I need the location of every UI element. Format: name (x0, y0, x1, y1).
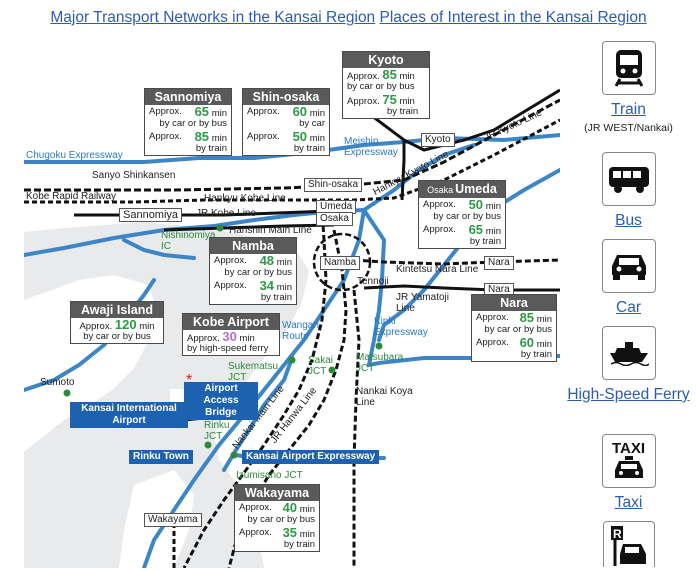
label-jr-kobe-line: JR Kobe Line (196, 208, 257, 219)
label-hanshin-main-line: Hanshin Main Line (229, 225, 312, 236)
station-namba: Namba (320, 256, 361, 270)
label-sanyo-shinkansen: Sanyo Shinkansen (92, 170, 176, 181)
label-tennoji: Tennoji (357, 276, 389, 287)
label-rinku-jct: Rinku JCT (204, 420, 230, 442)
transport-taxi: TAXI Taxi (560, 434, 697, 513)
transport-rental-car: R (560, 521, 697, 567)
station-nara-kintetsu: Nara (484, 256, 514, 270)
box-shin-osaka-title: Shin-osaka (243, 89, 329, 105)
label-kobe-rapid-railway: Kobe Rapid Railway (26, 191, 117, 202)
rental-car-icon[interactable]: R (602, 521, 655, 567)
station-sannomiya: Sannomiya (119, 208, 183, 222)
taxi-icon[interactable]: TAXI (601, 434, 656, 488)
car-icon[interactable] (601, 239, 656, 293)
train-icon[interactable] (601, 41, 656, 95)
box-wakayama-title: Wakayama (235, 485, 319, 501)
car-link[interactable]: Car (616, 299, 641, 316)
transport-car: Car (560, 239, 697, 318)
svg-text:R: R (613, 527, 622, 541)
bus-link[interactable]: Bus (615, 212, 642, 229)
tag-kansai-international-airport: Kansai International Airport (70, 402, 188, 428)
label-chugoku-expressway: Chugoku Expressway (26, 150, 123, 161)
label-kinki-expressway: Kinki Expressway (374, 316, 428, 338)
label-nankai-koya-line: Nankai Koya Line (356, 386, 413, 408)
link-places-of-interest[interactable]: Places of Interest in the Kansai Region (379, 9, 647, 26)
station-osaka: Osaka (316, 212, 353, 226)
label-nishinomiya-ic: Nishinomiya IC (161, 230, 216, 252)
box-sannomiya-title: Sannomiya (145, 89, 231, 105)
label-matsubara-jct: Matsubara JCT (356, 352, 404, 374)
station-nara-jr: Nara (484, 283, 514, 297)
ferry-link[interactable]: High-Speed Ferry (567, 386, 690, 403)
top-links: Major Transport Networks in the Kansai R… (0, 9, 697, 27)
label-sukematsu-jct: Sukematsu JCT (228, 361, 279, 383)
transport-bus: Bus (560, 152, 697, 231)
box-namba-title: Namba (210, 238, 296, 254)
bus-icon[interactable] (601, 152, 656, 206)
box-kobe-airport-title: Kobe Airport (183, 314, 279, 330)
transport-high-speed-ferry: High-Speed Ferry (560, 326, 697, 405)
transport-train: Train (JR WEST/Nankai) (560, 41, 697, 134)
box-nara-title: Nara (472, 295, 556, 311)
train-link[interactable]: Train (611, 101, 646, 118)
taxi-link[interactable]: Taxi (614, 494, 643, 511)
label-hankyu-kobe-line: Hankyu Kobe Line (204, 193, 286, 204)
label-izumisano-jct: Izumisano JCT (236, 470, 303, 481)
tag-kansai-airport-expressway: Kansai Airport Expressway (242, 450, 380, 464)
label-jr-yamatoji-line: JR Yamatoji Line (396, 292, 449, 314)
tag-rinku-town: Rinku Town (129, 450, 193, 464)
label-wangan-route: Wangan Route (282, 320, 319, 342)
label-sumoto: Sumoto (40, 377, 75, 388)
link-major-transport[interactable]: Major Transport Networks in the Kansai R… (50, 9, 376, 26)
ferry-icon[interactable] (601, 326, 656, 380)
label-kintetsu-nara-line: Kintetsu Nara Line (396, 264, 479, 275)
train-operators: (JR WEST/Nankai) (584, 122, 673, 134)
station-kyoto: Kyoto (421, 133, 455, 147)
label-meishin-expressway: Meishin Expressway (344, 136, 398, 158)
station-wakayama: Wakayama (144, 513, 202, 527)
label-sakai-jct: Sakai JCT (308, 355, 334, 377)
box-awaji-title: Awaji Island (71, 302, 163, 318)
kansai-transport-map: * Chugoku Expressway Sanyo Shinkansen Ha… (24, 40, 560, 568)
box-kyoto-title: Kyoto (343, 52, 429, 68)
svg-text:*: * (186, 372, 192, 389)
tag-airport-access-bridge: Airport Access Bridge (184, 382, 258, 420)
station-shin-osaka: Shin-osaka (304, 178, 363, 192)
